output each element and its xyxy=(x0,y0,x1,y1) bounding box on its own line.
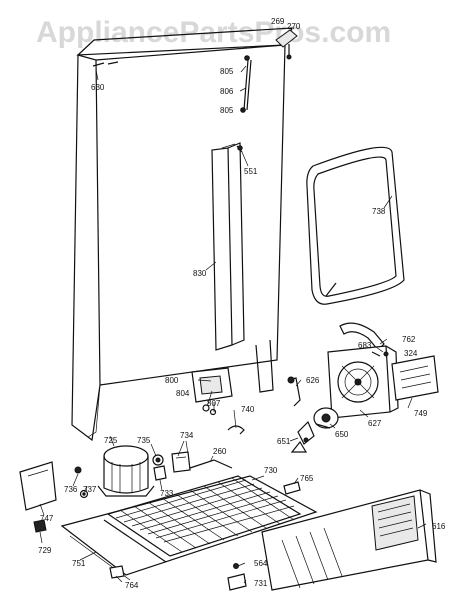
part-260-tube xyxy=(189,459,233,469)
label-626: 626 xyxy=(306,376,320,385)
part-324-683-clip xyxy=(371,351,389,357)
label-551: 551 xyxy=(244,167,258,176)
part-650-fan-motor xyxy=(313,407,339,429)
part-830-mullion xyxy=(211,142,245,351)
part-number-labels: 630 269 270 805 806 805 551 738 830 762 … xyxy=(38,17,446,590)
part-806-rod xyxy=(240,55,252,113)
part-738-gasket xyxy=(306,146,405,305)
part-731-leg xyxy=(227,573,247,591)
label-731: 731 xyxy=(254,579,268,588)
label-740: 740 xyxy=(241,405,255,414)
part-735-overload xyxy=(152,454,164,466)
label-269: 269 xyxy=(271,17,285,26)
label-650: 650 xyxy=(335,430,349,439)
part-616-grille xyxy=(261,489,437,591)
label-270: 270 xyxy=(287,22,301,31)
label-747: 747 xyxy=(40,514,54,523)
label-804: 804 xyxy=(176,389,190,398)
label-651: 651 xyxy=(277,437,291,446)
part-765-clip xyxy=(283,481,301,495)
label-807: 807 xyxy=(207,399,221,408)
part-749-cover xyxy=(391,355,439,401)
part-729-clip xyxy=(33,519,47,533)
label-736: 736 xyxy=(64,485,78,494)
leader-lines xyxy=(39,65,427,584)
part-725-compressor xyxy=(97,445,155,497)
label-564: 564 xyxy=(254,559,268,568)
label-616: 616 xyxy=(432,522,446,531)
part-730-condenser xyxy=(103,475,302,563)
part-626-motor-bracket xyxy=(287,376,301,407)
label-734: 734 xyxy=(180,431,194,440)
part-747-bracket xyxy=(19,461,57,511)
label-830: 830 xyxy=(193,269,207,278)
label-751: 751 xyxy=(72,559,86,568)
part-551-screw xyxy=(237,145,243,151)
label-805-top: 805 xyxy=(220,67,234,76)
label-800: 800 xyxy=(165,376,179,385)
part-269-270-hinge xyxy=(275,29,298,60)
label-630: 630 xyxy=(91,83,105,92)
label-725: 725 xyxy=(104,436,118,445)
part-736-737-grommets xyxy=(74,466,89,499)
part-740-bracket xyxy=(227,425,245,435)
label-729: 729 xyxy=(38,546,52,555)
part-564-screw xyxy=(233,563,239,569)
part-651-fan-blade xyxy=(290,420,315,453)
label-260: 260 xyxy=(213,447,227,456)
label-765: 765 xyxy=(300,474,314,483)
part-627-fan-shroud xyxy=(327,345,399,419)
part-764-leveler xyxy=(109,565,125,579)
label-683: 683 xyxy=(358,341,372,350)
label-627: 627 xyxy=(368,419,382,428)
label-730: 730 xyxy=(264,466,278,475)
label-805-bottom: 805 xyxy=(220,106,234,115)
label-764: 764 xyxy=(125,581,139,590)
label-737: 737 xyxy=(83,485,97,494)
label-733: 733 xyxy=(160,489,174,498)
label-806: 806 xyxy=(220,87,234,96)
part-733-capacitor xyxy=(153,465,167,481)
label-762: 762 xyxy=(402,335,416,344)
label-749: 749 xyxy=(414,409,428,418)
label-738: 738 xyxy=(372,207,386,216)
refrigerator-cabinet xyxy=(71,27,293,442)
part-734-relay xyxy=(171,451,191,473)
label-735: 735 xyxy=(137,436,151,445)
label-324: 324 xyxy=(404,349,418,358)
